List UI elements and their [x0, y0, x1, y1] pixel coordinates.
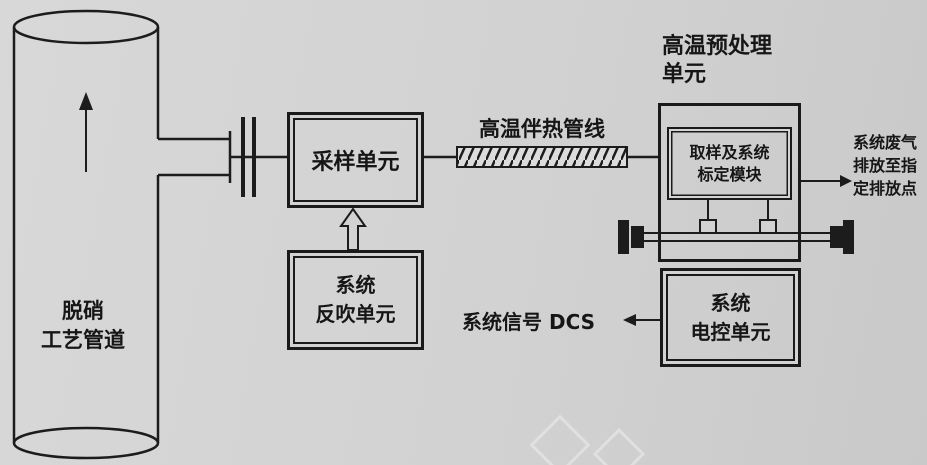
pipe-label-line1: 脱硝: [62, 299, 104, 323]
calibration-module-box: 取样及系统 标定模块: [667, 127, 792, 200]
exhaust-label-line2: 排放至指: [853, 156, 918, 175]
calibration-module-line2: 标定模块: [697, 164, 762, 184]
control-unit-label-line2: 电控单元: [690, 319, 771, 344]
blowback-arrow: [339, 207, 367, 251]
flow-arrow: [79, 92, 93, 172]
pretreatment-title-line2: 单元: [662, 62, 707, 87]
branch-pipe: [158, 131, 287, 183]
process-pipe: [12, 9, 160, 460]
exhaust-label: 系统废气 排放至指 定排放点: [853, 131, 925, 200]
blowback-unit-box: 系统 反吹单元: [287, 250, 424, 350]
dcs-arrow: [623, 314, 660, 326]
blowback-unit-label-line2: 反吹单元: [315, 302, 396, 326]
flange: [241, 117, 256, 197]
sampling-unit-label: 采样单元: [311, 150, 400, 175]
exhaust-label-line1: 系统废气: [853, 133, 918, 152]
calibration-module-line1: 取样及系统: [689, 142, 770, 162]
control-unit-box: 系统 电控单元: [660, 268, 801, 367]
watermark: [529, 414, 646, 465]
control-unit-label-line1: 系统: [710, 290, 751, 315]
pipe-label-line2: 工艺管道: [41, 328, 125, 352]
sampling-unit-box: 采样单元: [287, 112, 424, 208]
dcs-label: 系统信号 DCS: [462, 310, 596, 334]
pretreatment-title-line1: 高温预处理: [662, 34, 773, 59]
heat-trace-line: [424, 146, 658, 168]
heat-trace-label: 高温伴热管线: [479, 117, 605, 141]
blowback-unit-label-line1: 系统: [335, 273, 376, 297]
pretreatment-unit-box: [658, 103, 801, 262]
pipe-label: 脱硝 工艺管道: [18, 297, 148, 355]
pretreatment-title: 高温预处理 单元: [662, 33, 772, 89]
exhaust-arrow: [801, 175, 852, 187]
exhaust-label-line3: 定排放点: [853, 179, 918, 198]
